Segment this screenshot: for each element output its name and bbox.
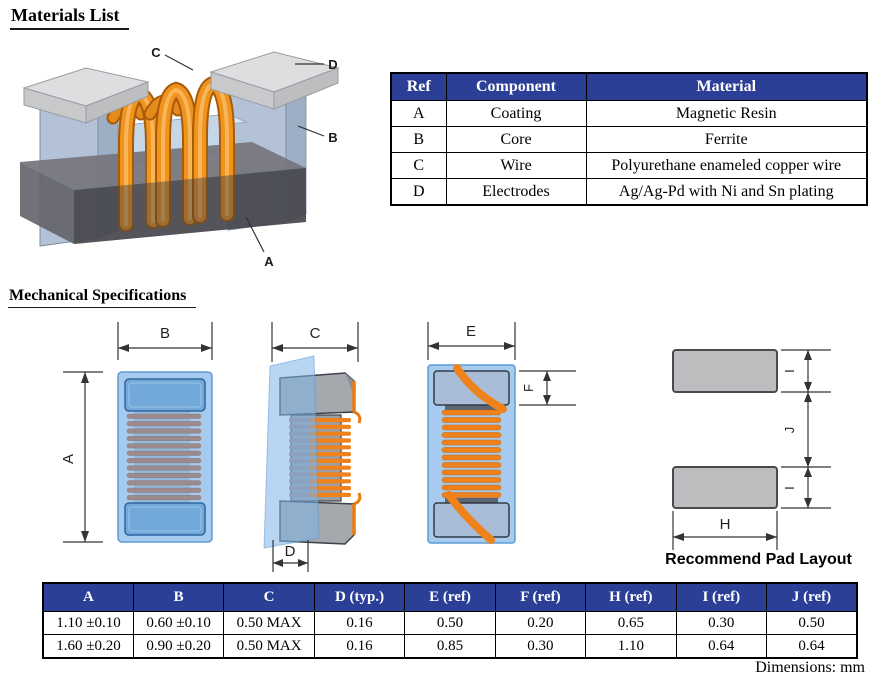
dim-cell: 0.64 xyxy=(766,634,858,659)
dim-F: F xyxy=(519,370,576,406)
dim-H: H xyxy=(672,511,778,550)
cell-component: Wire xyxy=(445,152,587,179)
dim-cell: 0.64 xyxy=(675,634,768,659)
materials-table: Ref Component Material A Coating Magneti… xyxy=(390,72,868,206)
dim-header: I (ref) xyxy=(675,582,768,612)
pad-top xyxy=(672,349,778,393)
dimensions-table: A B C D (typ.) E (ref) F (ref) H (ref) I… xyxy=(42,582,858,659)
materials-header-component: Component xyxy=(445,72,587,101)
dim-label-A: A xyxy=(60,454,77,464)
dim-header: H (ref) xyxy=(585,582,677,612)
dim-cell: 0.50 MAX xyxy=(223,634,315,659)
pad-bottom xyxy=(672,466,778,509)
dims-IJ: I J I xyxy=(781,349,831,509)
cell-ref: D xyxy=(390,178,447,206)
dim-label-D: D xyxy=(285,543,296,560)
callout-b: B xyxy=(328,130,337,145)
dim-label-B: B xyxy=(160,325,170,342)
cell-component: Electrodes xyxy=(445,178,587,206)
wire-lead-bottom xyxy=(445,491,495,544)
drawing-side-view-CD: C xyxy=(263,322,362,572)
callout-a: A xyxy=(264,254,274,269)
dim-header: C xyxy=(223,582,315,612)
dim-cell: 1.60 ±0.20 xyxy=(42,634,134,659)
dim-cell: 0.90 ±0.20 xyxy=(132,634,225,659)
materials-row: A Coating Magnetic Resin xyxy=(390,100,868,127)
dim-cell: 0.50 xyxy=(404,611,496,635)
dim-cell: 0.16 xyxy=(313,634,406,659)
dim-label-C: C xyxy=(310,325,321,342)
dim-cell: 0.16 xyxy=(313,611,406,635)
dim-label-H: H xyxy=(720,516,731,533)
callout-c: C xyxy=(151,45,161,60)
dimensions-row: 1.60 ±0.20 0.90 ±0.20 0.50 MAX 0.16 0.85… xyxy=(42,634,858,659)
dim-cell: 0.65 xyxy=(585,611,677,635)
dim-header: D (typ.) xyxy=(313,582,406,612)
dim-cell: 0.50 xyxy=(766,611,858,635)
dimensions-header-row: A B C D (typ.) E (ref) F (ref) H (ref) I… xyxy=(42,582,858,612)
drawing-front-view-AB: B A xyxy=(60,322,213,543)
cell-ref: C xyxy=(390,152,447,179)
dim-cell: 0.20 xyxy=(494,611,587,635)
windings xyxy=(126,413,202,501)
dimensions-row: 1.10 ±0.10 0.60 ±0.10 0.50 MAX 0.16 0.50… xyxy=(42,611,858,635)
cell-component: Core xyxy=(445,126,587,153)
dim-cell: 0.85 xyxy=(404,634,496,659)
cell-material: Magnetic Resin xyxy=(585,100,868,127)
dim-cell: 0.60 ±0.10 xyxy=(132,611,225,635)
dim-cell: 0.30 xyxy=(675,611,768,635)
base-shadow-overlay xyxy=(74,168,306,244)
dim-label-I-top: I xyxy=(782,369,797,373)
materials-header-row: Ref Component Material xyxy=(390,72,868,101)
dim-E: E xyxy=(427,322,516,360)
component-body xyxy=(427,364,516,544)
units-note: Dimensions: mm xyxy=(755,659,865,676)
figure-callouts: C D B A xyxy=(151,45,337,269)
dim-header: B xyxy=(132,582,225,612)
component-body xyxy=(117,371,213,543)
materials-row: D Electrodes Ag/Ag-Pd with Ni and Sn pla… xyxy=(390,178,868,206)
callout-d: D xyxy=(328,57,337,72)
materials-header-material: Material xyxy=(585,72,868,101)
materials-list-title: Materials List xyxy=(10,5,130,30)
materials-header-ref: Ref xyxy=(390,72,447,101)
wire-lead-top xyxy=(453,364,507,413)
dim-label-E: E xyxy=(466,323,476,340)
dim-B: B xyxy=(117,322,213,360)
dim-label-F: F xyxy=(521,384,536,392)
dim-C: C xyxy=(271,322,359,362)
coating-overlay xyxy=(263,355,320,549)
dim-label-J: J xyxy=(782,427,797,434)
pad-layout-figure: I J I H xyxy=(672,349,831,550)
windings xyxy=(441,409,502,498)
dim-header: A xyxy=(42,582,134,612)
mechanical-specifications-title: Mechanical Specifications xyxy=(8,287,197,308)
dim-cell: 0.50 MAX xyxy=(223,611,315,635)
inductor-3d-figure: C D B A xyxy=(20,45,340,269)
cell-ref: A xyxy=(390,100,447,127)
dim-D: D xyxy=(272,540,309,572)
dim-cell: 1.10 xyxy=(585,634,677,659)
dim-header: F (ref) xyxy=(494,582,587,612)
dim-label-I-bottom: I xyxy=(782,486,797,490)
pad-layout-caption: Recommend Pad Layout xyxy=(665,551,852,568)
materials-row: C Wire Polyurethane enameled copper wire xyxy=(390,152,868,179)
electrode-caps xyxy=(22,51,340,124)
dim-A: A xyxy=(60,371,103,543)
cell-ref: B xyxy=(390,126,447,153)
drawing-front-view-EF: E F xyxy=(427,322,576,544)
dim-header: J (ref) xyxy=(766,582,858,612)
dim-header: E (ref) xyxy=(404,582,496,612)
cell-material: Ferrite xyxy=(585,126,868,153)
cell-component: Coating xyxy=(445,100,587,127)
dim-cell: 0.30 xyxy=(494,634,587,659)
cell-material: Ag/Ag-Pd with Ni and Sn plating xyxy=(585,178,868,206)
materials-row: B Core Ferrite xyxy=(390,126,868,153)
dim-cell: 1.10 ±0.10 xyxy=(42,611,134,635)
cell-material: Polyurethane enameled copper wire xyxy=(585,152,868,179)
